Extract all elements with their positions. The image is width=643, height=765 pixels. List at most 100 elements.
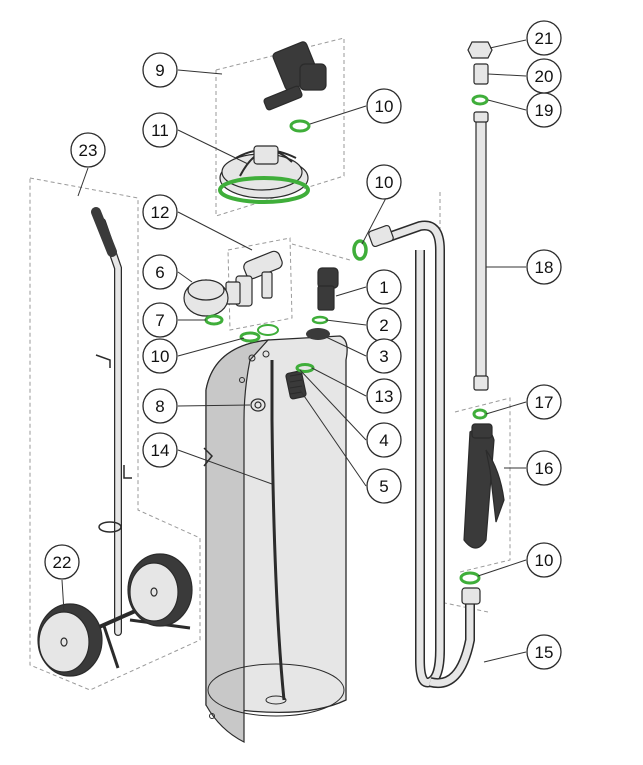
leader-15 bbox=[483, 651, 527, 663]
svg-text:22: 22 bbox=[53, 553, 72, 572]
svg-text:13: 13 bbox=[375, 387, 394, 406]
leader-1 bbox=[335, 286, 367, 297]
leader-3 bbox=[325, 336, 367, 357]
svg-text:8: 8 bbox=[155, 397, 164, 416]
cap-6 bbox=[183, 279, 229, 317]
hose-tube-inner bbox=[384, 222, 444, 686]
relief-valve-1 bbox=[317, 267, 339, 311]
pump-coupling-9 bbox=[263, 41, 327, 111]
leader-22 bbox=[61, 579, 65, 613]
seal-17 bbox=[472, 408, 488, 420]
svg-text:6: 6 bbox=[155, 263, 164, 282]
callout-22: 22 bbox=[44, 544, 80, 580]
leader-5 bbox=[299, 389, 367, 487]
tank-lid-11 bbox=[219, 145, 309, 199]
callout-7: 7 bbox=[142, 302, 178, 338]
svg-text:17: 17 bbox=[535, 393, 554, 412]
svg-text:21: 21 bbox=[535, 29, 554, 48]
seal-19 bbox=[471, 94, 489, 106]
callout-9: 9 bbox=[142, 52, 178, 88]
leader-10c bbox=[177, 337, 245, 357]
callout-18: 18 bbox=[526, 249, 562, 285]
tank-port-b bbox=[239, 377, 245, 383]
callout-10-pump: 10 bbox=[366, 88, 402, 124]
wheel-right bbox=[127, 553, 193, 627]
spray-gun-16 bbox=[463, 423, 505, 549]
trolley-foot-2 bbox=[102, 625, 120, 669]
callout-15: 15 bbox=[526, 634, 562, 670]
leader-21 bbox=[489, 39, 527, 49]
tank-shell-shade bbox=[205, 339, 270, 743]
seal-10-lance bbox=[459, 571, 481, 585]
callout-6: 6 bbox=[142, 254, 178, 290]
svg-text:11: 11 bbox=[151, 121, 169, 140]
callout-10-lance: 10 bbox=[526, 542, 562, 578]
callout-17: 17 bbox=[526, 384, 562, 420]
dip-tube bbox=[270, 360, 286, 701]
svg-text:3: 3 bbox=[379, 347, 388, 366]
leader-4 bbox=[299, 369, 367, 441]
callout-20: 20 bbox=[526, 58, 562, 94]
svg-text:5: 5 bbox=[379, 477, 388, 496]
leader-8 bbox=[177, 404, 251, 407]
tank-body bbox=[203, 335, 348, 743]
svg-text:19: 19 bbox=[535, 101, 554, 120]
callout-23: 23 bbox=[70, 132, 106, 168]
wheel-left bbox=[37, 603, 103, 677]
nut-3 bbox=[306, 328, 330, 340]
leader-23 bbox=[77, 167, 89, 197]
callout-10-valve: 10 bbox=[142, 338, 178, 374]
tank-fitting-8 bbox=[250, 398, 266, 412]
leader-9 bbox=[177, 69, 223, 75]
leader-2 bbox=[325, 319, 367, 326]
callout-12: 12 bbox=[142, 194, 178, 230]
svg-text:10: 10 bbox=[535, 551, 554, 570]
trolley-hook-lower bbox=[123, 465, 132, 479]
svg-text:10: 10 bbox=[375, 173, 394, 192]
tank-port-a bbox=[248, 354, 256, 362]
svg-text:20: 20 bbox=[535, 67, 554, 86]
callout-8: 8 bbox=[142, 388, 178, 424]
trolley-assembly bbox=[37, 207, 193, 677]
leader-13 bbox=[311, 367, 367, 397]
valve-link-line bbox=[291, 243, 351, 261]
lance-tube-18 bbox=[473, 111, 489, 391]
leader-6 bbox=[177, 271, 193, 283]
svg-text:23: 23 bbox=[79, 141, 98, 160]
leader-19 bbox=[487, 99, 527, 111]
callout-5: 5 bbox=[366, 468, 402, 504]
hose-lower-run-inner bbox=[429, 600, 474, 687]
trolley-frame-tube-inner bbox=[99, 219, 121, 635]
svg-text:15: 15 bbox=[535, 643, 554, 662]
seal-10-valve-left bbox=[239, 331, 261, 343]
svg-text:2: 2 bbox=[379, 316, 388, 335]
leader-14 bbox=[177, 449, 273, 485]
trolley-ring bbox=[98, 521, 122, 533]
hose-fitting-bottom bbox=[461, 587, 481, 605]
seal-10-valve-right bbox=[257, 324, 279, 336]
callout-1: 1 bbox=[366, 269, 402, 305]
callout-3: 3 bbox=[366, 338, 402, 374]
leader-17 bbox=[485, 401, 527, 415]
tank-bottom bbox=[207, 663, 345, 717]
svg-text:16: 16 bbox=[535, 459, 554, 478]
callout-10-hose: 10 bbox=[366, 164, 402, 200]
trolley-group-box bbox=[29, 177, 201, 691]
trolley-handle-grip bbox=[91, 207, 117, 257]
svg-text:14: 14 bbox=[151, 441, 170, 460]
svg-text:9: 9 bbox=[155, 61, 164, 80]
tank-hanger-bracket bbox=[203, 447, 214, 467]
leader-11 bbox=[177, 129, 249, 165]
leader-20 bbox=[487, 73, 527, 77]
seal-7 bbox=[204, 314, 224, 326]
callout-4: 4 bbox=[366, 422, 402, 458]
svg-text:4: 4 bbox=[379, 431, 388, 450]
nozzle-cap-21 bbox=[467, 41, 493, 59]
svg-text:10: 10 bbox=[375, 97, 394, 116]
callout-16: 16 bbox=[526, 450, 562, 486]
callout-11: 11 bbox=[142, 112, 178, 148]
trolley-hook-upper bbox=[95, 354, 111, 368]
nozzle-20 bbox=[473, 63, 489, 85]
leader-12 bbox=[177, 211, 253, 251]
